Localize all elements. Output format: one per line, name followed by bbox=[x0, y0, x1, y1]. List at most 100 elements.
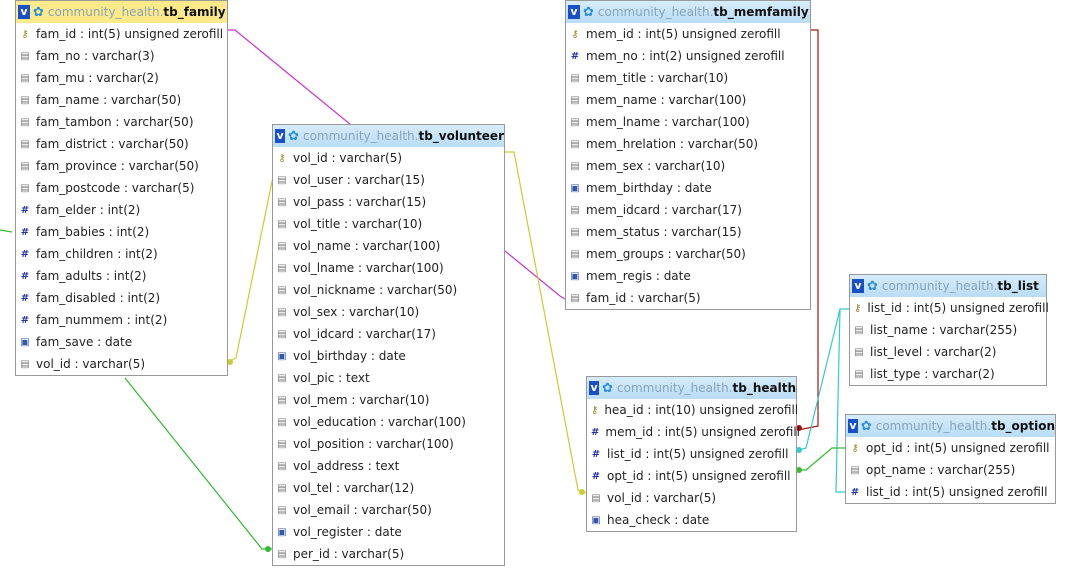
column-row[interactable]: ▤vol_title : varchar(10) bbox=[273, 213, 504, 235]
column-row[interactable]: #fam_adults : int(2) bbox=[16, 265, 227, 287]
column-row[interactable]: ▣vol_register : date bbox=[273, 521, 504, 543]
column-row[interactable]: #fam_disabled : int(2) bbox=[16, 287, 227, 309]
table-header[interactable]: v ✿ community_health. tb_volunteer bbox=[273, 125, 504, 147]
table-tb_family[interactable]: v ✿ community_health. tb_family⚷fam_id :… bbox=[15, 0, 228, 376]
column-row[interactable]: ▤vol_id : varchar(5) bbox=[587, 487, 796, 509]
gear-icon[interactable]: ✿ bbox=[33, 4, 44, 20]
toggle-columns-button[interactable]: v bbox=[275, 129, 286, 143]
column-row[interactable]: #fam_nummem : int(2) bbox=[16, 309, 227, 331]
column-row[interactable]: ▤fam_no : varchar(3) bbox=[16, 45, 227, 67]
column-row[interactable]: ▤vol_address : text bbox=[273, 455, 504, 477]
column-row[interactable]: ▤per_id : varchar(5) bbox=[273, 543, 504, 565]
toggle-columns-button[interactable]: v bbox=[18, 5, 30, 19]
column-row[interactable]: ▤mem_name : varchar(100) bbox=[566, 89, 810, 111]
column-row[interactable]: ⚷mem_id : int(5) unsigned zerofill bbox=[566, 23, 810, 45]
toggle-columns-button[interactable]: v bbox=[852, 279, 864, 293]
column-row[interactable]: ▤list_type : varchar(2) bbox=[850, 363, 1046, 385]
column-row[interactable]: ▤list_name : varchar(255) bbox=[850, 319, 1046, 341]
column-row[interactable]: ⚷hea_id : int(10) unsigned zerofill bbox=[587, 399, 798, 421]
column-row[interactable]: ▤vol_position : varchar(100) bbox=[273, 433, 504, 455]
column-row[interactable]: ▤mem_lname : varchar(100) bbox=[566, 111, 810, 133]
column-row[interactable]: ▣mem_regis : date bbox=[566, 265, 810, 287]
column-row[interactable]: #fam_babies : int(2) bbox=[16, 221, 227, 243]
column-row[interactable]: #opt_id : int(5) unsigned zerofill bbox=[587, 465, 796, 487]
column-row[interactable]: ▤mem_groups : varchar(50) bbox=[566, 243, 810, 265]
column-row[interactable]: ▤vol_pass : varchar(15) bbox=[273, 191, 504, 213]
column-row[interactable]: ⚷list_id : int(5) unsigned zerofill bbox=[850, 297, 1049, 319]
column-row[interactable]: #list_id : int(5) unsigned zerofill bbox=[587, 443, 796, 465]
primary-key-icon: ⚷ bbox=[854, 302, 862, 314]
toggle-columns-button[interactable]: v bbox=[848, 419, 858, 433]
column-row[interactable]: ▤vol_lname : varchar(100) bbox=[273, 257, 504, 279]
column-row[interactable]: ▤fam_province : varchar(50) bbox=[16, 155, 227, 177]
table-header[interactable]: v ✿ community_health. tb_health bbox=[587, 377, 796, 399]
table-tb_memfamily[interactable]: v ✿ community_health. tb_memfamily⚷mem_i… bbox=[565, 0, 811, 310]
toggle-columns-button[interactable]: v bbox=[568, 5, 580, 19]
table-header[interactable]: v ✿ community_health. tb_family bbox=[16, 1, 227, 23]
column-row[interactable]: #mem_no : int(2) unsigned zerofill bbox=[566, 45, 810, 67]
column-row[interactable]: ▤vol_sex : varchar(10) bbox=[273, 301, 504, 323]
column-row[interactable]: ▤fam_id : varchar(5) bbox=[566, 287, 810, 309]
integer-column-icon: # bbox=[850, 486, 860, 498]
date-column-icon: ▣ bbox=[277, 526, 287, 538]
column-row[interactable]: ▤list_level : varchar(2) bbox=[850, 341, 1046, 363]
column-row[interactable]: ▤fam_name : varchar(50) bbox=[16, 89, 227, 111]
column-row[interactable]: ⚷opt_id : int(5) unsigned zerofill bbox=[846, 437, 1055, 459]
column-row[interactable]: # fam_elder : int(2) bbox=[16, 199, 227, 221]
table-tb_list[interactable]: v ✿ community_health. tb_list⚷list_id : … bbox=[849, 274, 1049, 386]
primary-key-icon: ⚷ bbox=[278, 152, 286, 164]
column-row[interactable]: ▤vol_tel : varchar(12) bbox=[273, 477, 504, 499]
column-label: vol_pic : text bbox=[293, 371, 370, 385]
column-row[interactable]: ▤vol_user : varchar(15) bbox=[273, 169, 504, 191]
column-row[interactable]: ▤mem_sex : varchar(10) bbox=[566, 155, 810, 177]
column-row[interactable]: ▤mem_title : varchar(10) bbox=[566, 67, 810, 89]
text-column-icon: ▤ bbox=[277, 394, 287, 406]
integer-column-icon: # bbox=[20, 204, 30, 216]
column-row[interactable]: ▣vol_birthday : date bbox=[273, 345, 504, 367]
column-row[interactable]: ▤vol_email : varchar(50) bbox=[273, 499, 504, 521]
relation-left bbox=[0, 229, 13, 233]
gear-icon[interactable]: ✿ bbox=[860, 418, 872, 434]
column-row[interactable]: ▤vol_idcard : varchar(17) bbox=[273, 323, 504, 345]
gear-icon[interactable]: ✿ bbox=[288, 128, 299, 144]
column-row[interactable]: #mem_id : int(5) unsigned zerofill bbox=[587, 421, 800, 443]
column-row[interactable]: #fam_children : int(2) bbox=[16, 243, 227, 265]
column-row[interactable]: ▤opt_name : varchar(255) bbox=[846, 459, 1055, 481]
column-row[interactable]: ▤vol_name : varchar(100) bbox=[273, 235, 504, 257]
column-row[interactable]: ▤mem_status : varchar(15) bbox=[566, 221, 810, 243]
column-row[interactable]: ⚷vol_id : varchar(5) bbox=[273, 147, 504, 169]
column-row[interactable]: ▤vol_nickname : varchar(50) bbox=[273, 279, 504, 301]
column-row[interactable]: ▤fam_tambon : varchar(50) bbox=[16, 111, 227, 133]
column-row[interactable]: ▣fam_save : date bbox=[16, 331, 227, 353]
toggle-columns-button[interactable]: v bbox=[589, 381, 600, 395]
table-tb_health[interactable]: v ✿ community_health. tb_health⚷hea_id :… bbox=[586, 376, 800, 532]
column-row[interactable]: ▤mem_hrelation : varchar(50) bbox=[566, 133, 810, 155]
gear-icon[interactable]: ✿ bbox=[602, 380, 614, 396]
table-header[interactable]: v ✿ community_health. tb_list bbox=[850, 275, 1046, 297]
column-row[interactable]: ▤vol_pic : text bbox=[273, 367, 504, 389]
column-row[interactable]: ▤fam_mu : varchar(2) bbox=[16, 67, 227, 89]
column-row[interactable]: ▤fam_district : varchar(50) bbox=[16, 133, 227, 155]
column-label: fam_save : date bbox=[36, 335, 133, 349]
column-row[interactable]: ▤vol_education : varchar(100) bbox=[273, 411, 504, 433]
column-row[interactable]: ▣mem_birthday : date bbox=[566, 177, 810, 199]
column-row[interactable]: #list_id : int(5) unsigned zerofill bbox=[846, 481, 1055, 503]
table-tb_volunteer[interactable]: v ✿ community_health. tb_volunteer⚷vol_i… bbox=[272, 124, 505, 566]
database-name: community_health. bbox=[47, 5, 164, 19]
column-label: opt_id : int(5) unsigned zerofill bbox=[607, 469, 791, 483]
table-header[interactable]: v ✿ community_health. tb_memfamily bbox=[566, 1, 810, 23]
gear-icon[interactable]: ✿ bbox=[583, 4, 594, 20]
column-row[interactable]: ▤vol_mem : varchar(10) bbox=[273, 389, 504, 411]
column-row[interactable]: ▤fam_postcode : varchar(5) bbox=[16, 177, 227, 199]
column-row[interactable]: ▣hea_check : date bbox=[587, 509, 796, 531]
table-header[interactable]: v ✿ community_health. tb_option bbox=[846, 415, 1055, 437]
column-label: fam_children : int(2) bbox=[36, 247, 158, 261]
gear-icon[interactable]: ✿ bbox=[867, 278, 878, 294]
table-tb_option[interactable]: v ✿ community_health. tb_option⚷opt_id :… bbox=[845, 414, 1056, 504]
column-label: fam_babies : int(2) bbox=[36, 225, 150, 239]
column-row[interactable]: ▤vol_id : varchar(5) bbox=[16, 353, 227, 375]
column-row[interactable]: ▤mem_idcard : varchar(17) bbox=[566, 199, 810, 221]
column-label: fam_elder : int(2) bbox=[36, 203, 141, 217]
database-name: community_health. bbox=[881, 279, 998, 293]
column-row[interactable]: ⚷fam_id : int(5) unsigned zerofill bbox=[16, 23, 227, 45]
